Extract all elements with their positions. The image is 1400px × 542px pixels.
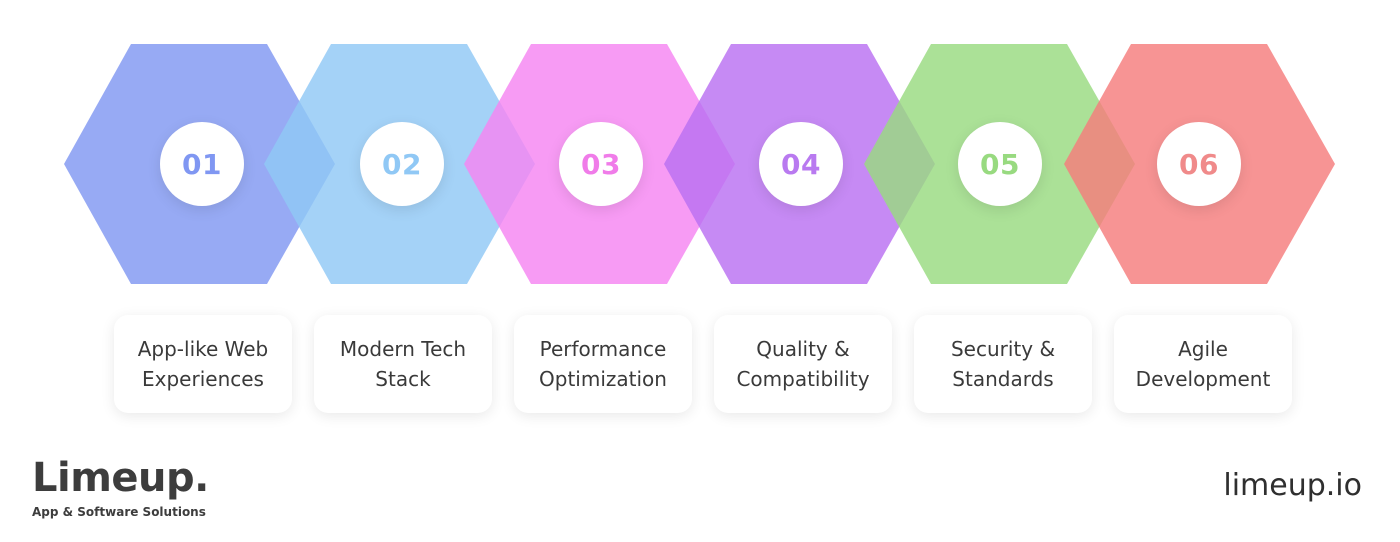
- brand-name: Limeup.: [32, 455, 209, 501]
- step-6-label-card: Agile Development: [1114, 315, 1292, 413]
- step-1-number-circle: 01: [160, 122, 244, 206]
- step-6-number-circle: 06: [1157, 122, 1241, 206]
- step-1-label: App-like Web Experiences: [137, 337, 269, 391]
- step-6-label: Agile Development: [1135, 337, 1271, 391]
- step-3-number-circle: 03: [559, 122, 643, 206]
- step-2-label-card: Modern Tech Stack: [314, 315, 492, 413]
- step-4-number-circle: 04: [759, 122, 843, 206]
- step-5-label-card: Security & Standards: [914, 315, 1092, 413]
- brand-tagline: App & Software Solutions: [32, 505, 206, 519]
- step-5-label: Security & Standards: [950, 337, 1056, 391]
- step-3-label-card: Performance Optimization: [514, 315, 692, 413]
- step-2-number-circle: 02: [360, 122, 444, 206]
- step-2-label: Modern Tech Stack: [339, 337, 467, 391]
- step-1-number: 01: [182, 147, 222, 181]
- step-4-label: Quality & Compatibility: [736, 337, 870, 391]
- step-3-label: Performance Optimization: [539, 337, 667, 391]
- step-5-number: 05: [980, 147, 1020, 181]
- step-4-number: 04: [781, 147, 821, 181]
- brand-logo: Limeup. App & Software Solutions: [32, 455, 209, 519]
- step-3-number: 03: [581, 147, 621, 181]
- step-1-label-card: App-like Web Experiences: [114, 315, 292, 413]
- step-2-number: 02: [382, 147, 422, 181]
- site-url: limeup.io: [1223, 468, 1362, 503]
- step-4-label-card: Quality & Compatibility: [714, 315, 892, 413]
- step-6-number: 06: [1179, 147, 1219, 181]
- step-5-number-circle: 05: [958, 122, 1042, 206]
